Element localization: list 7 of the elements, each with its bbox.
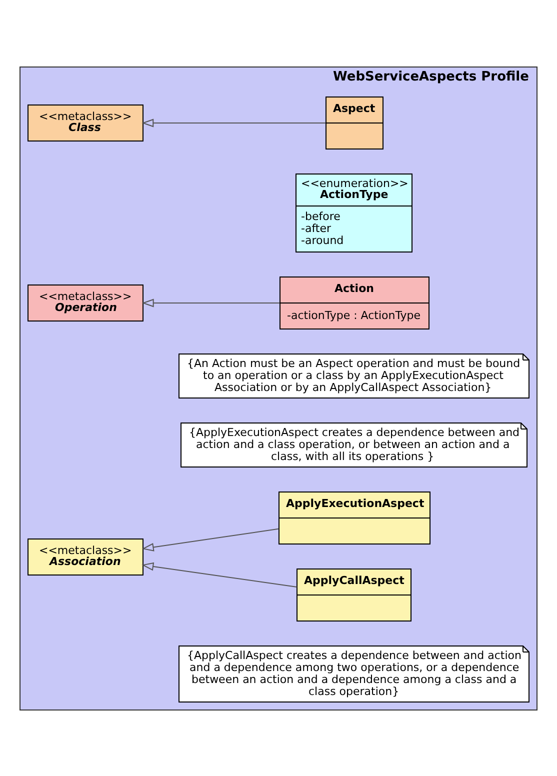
- arrow: [142, 562, 298, 587]
- node-box: <<metaclass>> Class: [28, 104, 144, 141]
- arrow: [142, 298, 280, 307]
- node-box: <<metaclass>> Operation: [28, 284, 144, 321]
- arrow: [142, 528, 279, 551]
- node-box: <<metaclass>> Association: [28, 538, 144, 575]
- arrow: [142, 118, 326, 127]
